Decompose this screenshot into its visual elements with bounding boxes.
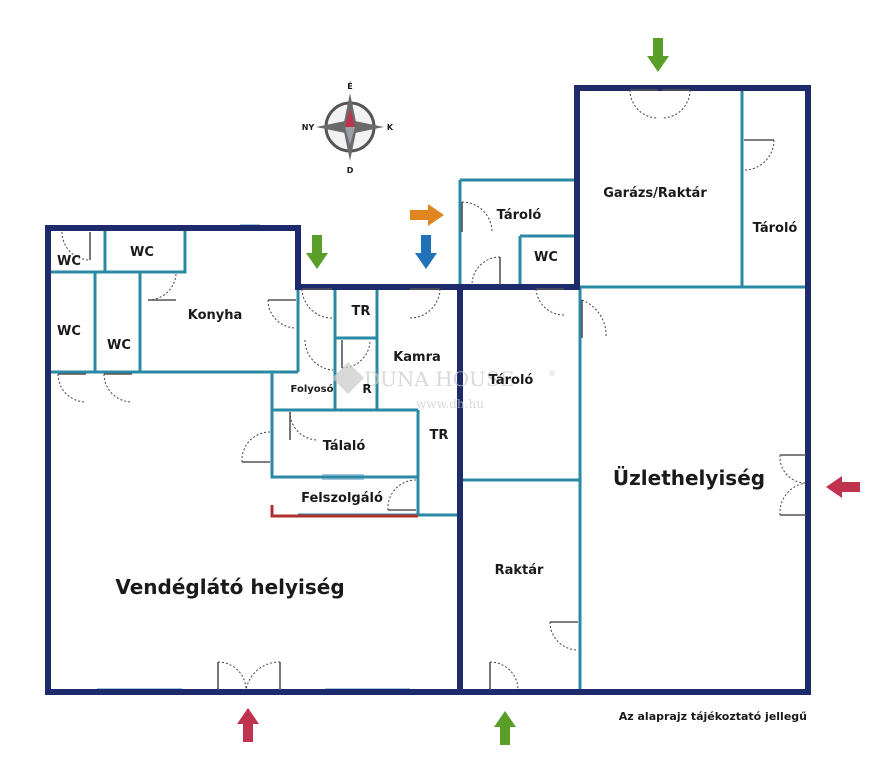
arrow-entrance-uzlet xyxy=(826,476,860,498)
windows xyxy=(45,224,811,694)
compass: É D NY K xyxy=(302,80,394,175)
compass-south-tip xyxy=(345,127,355,145)
door-wc-top-left[interactable] xyxy=(61,231,91,261)
watermark-logo-icon xyxy=(332,362,364,394)
label-wc-right: WC xyxy=(534,250,558,265)
label-folyoso: Folyosó xyxy=(291,383,334,395)
arrow-entrance-vendeglato xyxy=(237,708,259,742)
compass-north-tip xyxy=(345,109,355,127)
arrow-entrance-garage xyxy=(647,38,669,72)
label-tarolo-mid: Tároló xyxy=(489,373,534,388)
label-wc-left: WC xyxy=(57,324,81,339)
door-konyha-right[interactable] xyxy=(267,299,297,329)
watermark-url: www.dh.hu xyxy=(416,397,484,411)
door-kamra[interactable] xyxy=(409,288,441,319)
label-uzlet: Üzlethelyiség xyxy=(613,466,765,490)
label-vendeglato: Vendéglátó helyiség xyxy=(115,575,344,599)
label-tr-mid: TR xyxy=(430,428,449,443)
outer-walls xyxy=(45,85,811,695)
arrows xyxy=(237,38,860,745)
label-tarolo-top: Tároló xyxy=(497,208,542,223)
room-labels: WC WC WC WC Konyha Tároló WC Garázs/Rakt… xyxy=(57,186,797,599)
arrow-entrance-kamra xyxy=(415,235,437,269)
compass-e: K xyxy=(387,123,394,132)
label-garazs: Garázs/Raktár xyxy=(603,186,707,201)
door-folyoso-side[interactable] xyxy=(304,339,334,371)
label-tarolo-right: Tároló xyxy=(753,221,798,236)
compass-n: É xyxy=(347,80,352,91)
label-konyha: Konyha xyxy=(188,308,243,323)
door-raktar-side[interactable] xyxy=(549,621,579,651)
doors[interactable] xyxy=(57,89,807,691)
compass-s: D xyxy=(347,166,354,175)
label-r: R xyxy=(362,382,371,396)
label-wc-left2: WC xyxy=(107,338,131,353)
label-talalo: Tálaló xyxy=(323,439,366,454)
door-uzlet-inner[interactable] xyxy=(581,299,607,339)
label-tr-top: TR xyxy=(352,304,371,319)
footer-note: Az alaprajz tájékoztató jellegű xyxy=(619,710,807,723)
door-raktar-bottom[interactable] xyxy=(489,661,519,691)
label-felszolgalo: Felszolgáló xyxy=(301,491,383,506)
arrow-entrance-raktar xyxy=(494,711,516,745)
label-wc-top-left: WC xyxy=(57,254,81,269)
door-tarolo-top[interactable] xyxy=(461,201,501,286)
door-main-entrance[interactable] xyxy=(217,661,281,691)
compass-w: NY xyxy=(302,123,315,132)
door-folyoso-top[interactable] xyxy=(301,288,333,319)
watermark: DUNA HOUSE ® www.dh.hu xyxy=(332,362,556,411)
door-wc-left[interactable] xyxy=(57,373,133,403)
label-raktar: Raktár xyxy=(495,563,544,578)
door-uzlet-entrance[interactable] xyxy=(779,454,807,516)
door-tarolo-mid[interactable] xyxy=(535,288,565,316)
door-felszolgalo[interactable] xyxy=(387,479,417,511)
watermark-brand: DUNA HOUSE xyxy=(364,367,514,391)
arrow-entrance-folyoso xyxy=(306,235,328,269)
door-tarolo-right[interactable] xyxy=(743,139,775,171)
door-talalo[interactable] xyxy=(241,411,319,463)
door-konyha[interactable] xyxy=(147,273,177,301)
arrow-entrance-tarolo xyxy=(410,204,444,226)
label-kamra: Kamra xyxy=(393,350,441,365)
watermark-registered: ® xyxy=(548,369,556,378)
serving-counter xyxy=(270,505,418,518)
label-wc-top-mid: WC xyxy=(130,245,154,260)
door-garage[interactable] xyxy=(629,89,691,119)
